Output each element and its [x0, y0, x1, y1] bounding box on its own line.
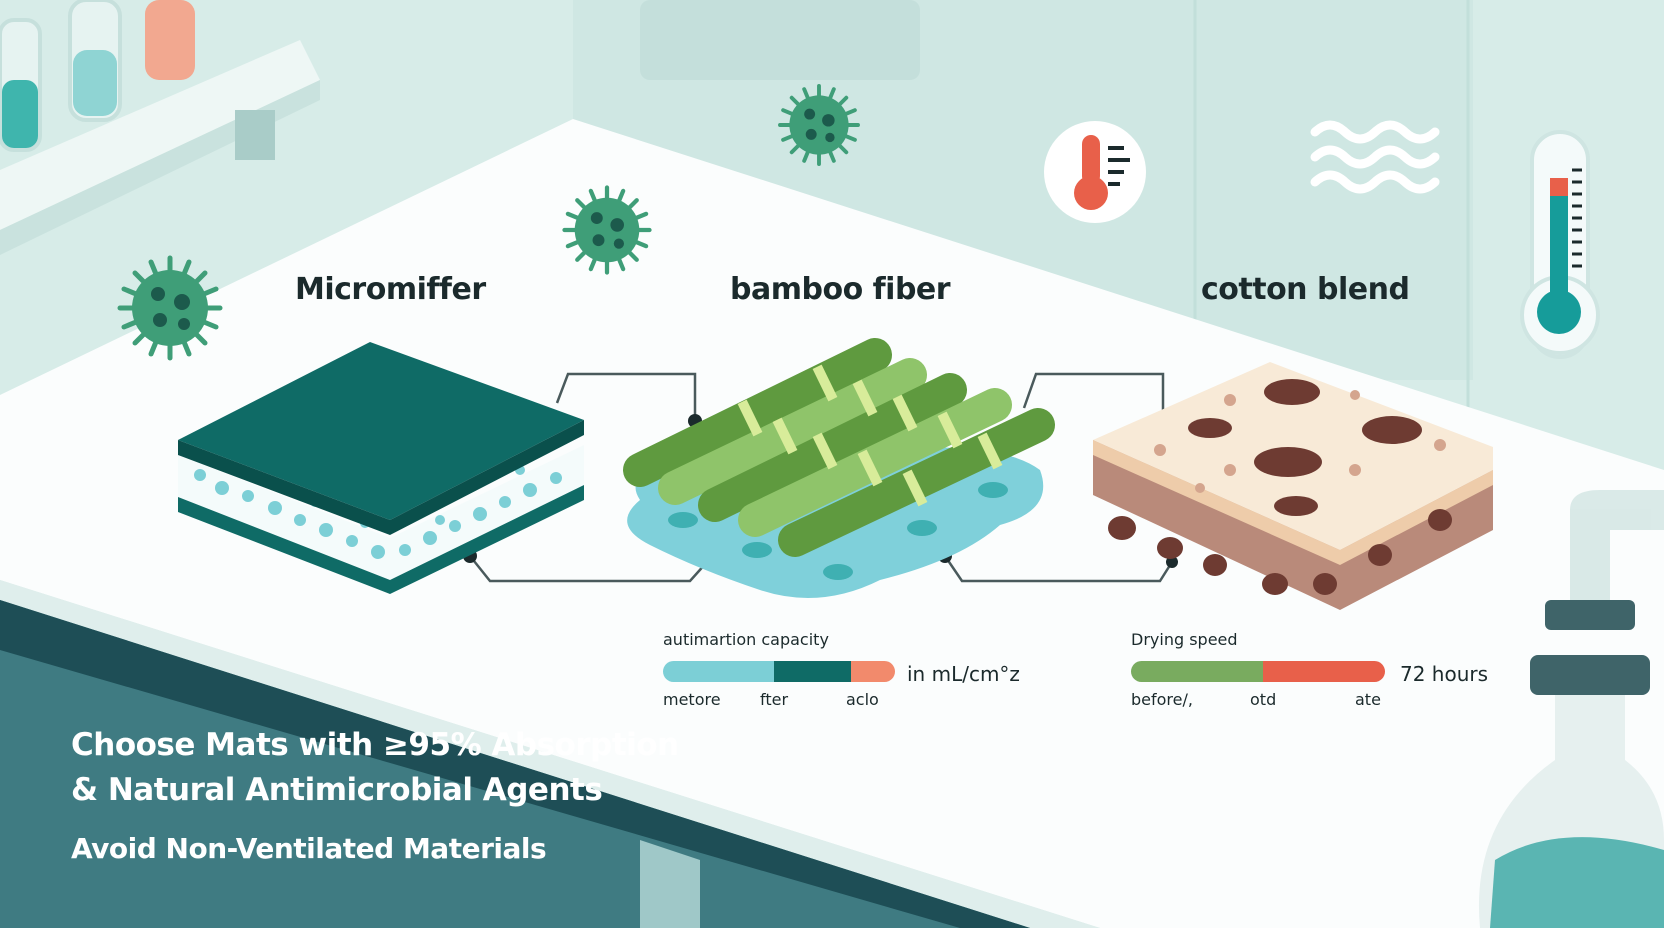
absorption-bar [663, 661, 895, 682]
shelf-with-test-tubes [0, 0, 320, 255]
bar-segment [663, 661, 775, 682]
bar-segment [1263, 661, 1385, 682]
flask [1478, 490, 1664, 928]
material-title-cotton: cotton blend [1201, 272, 1410, 307]
connector-lines [469, 372, 1174, 583]
absorption-scale-label: metore [663, 690, 721, 709]
bar-segment [774, 661, 851, 682]
thermometer-gauge-icon [1520, 130, 1600, 359]
bar-segment [1131, 661, 1264, 682]
cotton-blend-block [1093, 362, 1493, 610]
drying-label: Drying speed [1131, 630, 1238, 649]
absorption-scale-label: aclo [846, 690, 879, 709]
drying-scale-label: ate [1355, 690, 1381, 709]
absorption-label: autimartion capacity [663, 630, 829, 649]
bar-segment [850, 661, 895, 682]
bamboo-fiber [623, 338, 1055, 598]
drying-value: 72 hours [1400, 662, 1489, 686]
drying-scale-label: before/, [1131, 690, 1193, 709]
window [640, 0, 920, 80]
absorption-unit: in mL/cm°z [907, 662, 1020, 686]
thermometer-icon [1044, 121, 1146, 223]
virus-icon [778, 84, 860, 166]
material-title-microfiber: Micromiffer [295, 272, 486, 307]
headline-line-2: & Natural Antimicrobial Agents [71, 772, 603, 808]
drying-bar [1131, 661, 1385, 682]
virus-icon [562, 185, 652, 275]
virus-icon [117, 255, 223, 361]
drying-scale-label: otd [1250, 690, 1277, 709]
headline-line-1: Choose Mats with ≥95% Absorption [71, 727, 679, 763]
absorption-scale-label: fter [760, 690, 789, 709]
headline-line-3: Avoid Non-Ventilated Materials [71, 832, 547, 865]
microfiber-mat [178, 342, 584, 594]
material-title-bamboo: bamboo fiber [730, 272, 951, 307]
airflow-waves-icon [1310, 120, 1440, 194]
